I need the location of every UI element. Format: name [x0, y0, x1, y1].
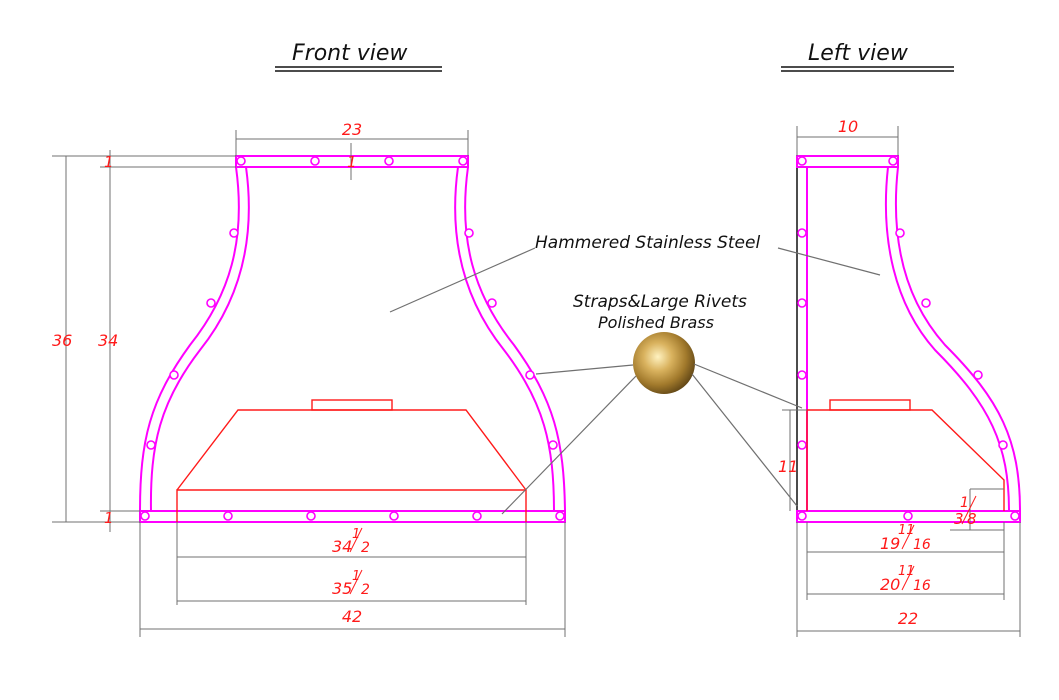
rivet [140, 511, 150, 521]
rivet [797, 156, 807, 166]
rivet [384, 156, 394, 166]
dim-left-frac-num: 1 [960, 495, 969, 511]
rivet [206, 298, 216, 308]
dim-left-insert-inner-den: 16 [913, 537, 931, 553]
rivet [146, 440, 156, 450]
left-insert-top-box [829, 399, 911, 411]
rivet [464, 228, 474, 238]
front-bottom-strap [139, 510, 566, 523]
dim-left-insert-height: 11 [778, 457, 798, 476]
rivet [229, 228, 239, 238]
left-insert-hood [806, 409, 1005, 511]
rivet [921, 298, 931, 308]
dim-front-insert-inner-den: 2 [361, 540, 370, 556]
rivet [306, 511, 316, 521]
dim-left-insert-outer-whole: 20 [880, 575, 900, 594]
left-view: 10 11 1 3 8 19 11 16 20 11 16 22 [778, 117, 1021, 637]
leader-material-left [777, 247, 881, 276]
leader-material-front [389, 247, 536, 313]
rivet [973, 370, 983, 380]
dim-left-frac-den: 8 [967, 510, 977, 528]
dim-left-frac-whole: 3 [954, 510, 964, 528]
dim-front-bottom-strap: 1 [104, 509, 114, 527]
front-left-strap-outer [139, 166, 240, 512]
front-view-title: Front view [292, 41, 408, 66]
rivet [998, 440, 1008, 450]
left-view-title: Left view [808, 41, 909, 66]
rivet [548, 440, 558, 450]
dim-front-insert-outer-num: 1 [352, 569, 360, 584]
dim-front-top-strap-center: 1 [347, 153, 357, 171]
dim-front-top-strap: 1 [104, 153, 114, 171]
rivet [888, 156, 898, 166]
dim-front-insert-outer-den: 2 [361, 582, 370, 598]
dim-left-bottom-depth: 22 [898, 609, 918, 628]
front-left-strap-inner [149, 166, 250, 512]
rivet [525, 370, 535, 380]
leader-brass-front-strap [535, 364, 634, 375]
dim-front-insert-inner-num: 1 [352, 527, 360, 542]
front-insert-top-box [311, 399, 393, 411]
rivet [1010, 511, 1020, 521]
leader-brass-left-strap [693, 363, 803, 409]
brass-sample-icon [633, 332, 695, 394]
callout-straps-line1: Straps&Large Rivets [573, 292, 747, 312]
callout-straps-line2: Polished Brass [598, 313, 714, 332]
leader-brass-left-rivet [691, 373, 798, 507]
dim-front-top-width: 23 [342, 120, 362, 139]
left-front-strap-inner [884, 166, 1010, 512]
rivet [797, 228, 807, 238]
dim-front-bottom-width: 42 [342, 607, 362, 626]
rivet [169, 370, 179, 380]
dim-left-insert-inner-whole: 19 [880, 534, 900, 553]
rivet [458, 156, 468, 166]
left-front-strap-outer [894, 166, 1021, 512]
front-right-strap-inner [454, 166, 555, 512]
left-top-strap [796, 155, 899, 168]
rivet [797, 298, 807, 308]
callout-material: Hammered Stainless Steel [535, 233, 760, 253]
rivet [236, 156, 246, 166]
rivet [797, 370, 807, 380]
front-insert-base [176, 489, 527, 522]
front-insert-hood [176, 409, 527, 491]
dim-left-insert-outer-num: 11 [898, 564, 915, 579]
rivet [472, 511, 482, 521]
front-view: 23 1 36 34 1 1 34 1 2 35 1 2 42 [52, 120, 566, 637]
dim-left-top-depth: 10 [838, 117, 858, 136]
dim-front-insert-inner-whole: 34 [332, 537, 352, 556]
dim-left-insert-inner-num: 11 [898, 523, 915, 538]
dim-left-insert-outer-den: 16 [913, 578, 931, 594]
rivet [895, 228, 905, 238]
dim-front-total-height: 36 [52, 331, 72, 350]
rivet [310, 156, 320, 166]
dim-front-inner-height: 34 [98, 331, 118, 350]
leader-brass-front-rivet [501, 375, 637, 515]
rivet [487, 298, 497, 308]
left-bottom-strap [796, 510, 1021, 523]
rivet [389, 511, 399, 521]
front-top-strap [235, 155, 469, 168]
rivet [223, 511, 233, 521]
rivet [797, 440, 807, 450]
rivet [903, 511, 913, 521]
rivet [797, 511, 807, 521]
dim-front-insert-outer-whole: 35 [332, 579, 352, 598]
rivet [555, 511, 565, 521]
